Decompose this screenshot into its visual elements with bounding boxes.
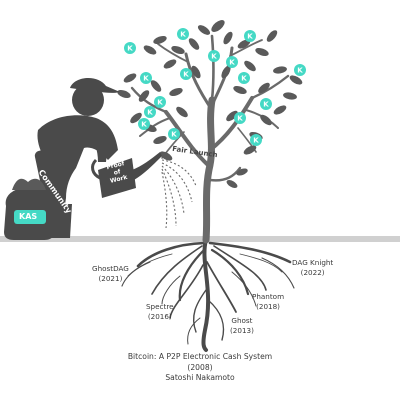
kaspa-logo-icon: K (154, 96, 166, 108)
kaspa-logo-icon: K (177, 28, 189, 40)
kas-bag-icon (4, 178, 54, 240)
kaspa-coins: K K K K K K K K K K K K K K K K (124, 28, 306, 146)
origin-author: Satoshi Nakamoto (165, 373, 235, 382)
kaspa-logo-icon: K (208, 50, 220, 62)
root-year: (2021) (98, 273, 123, 283)
svg-text:K: K (211, 53, 217, 61)
root-label-phantom: Phantom (2018) (252, 292, 284, 311)
origin-caption: Bitcoin: A P2P Electronic Cash System (2… (100, 352, 300, 384)
root-label-dag-knight: DAG Knight (2022) (292, 258, 333, 277)
origin-title: Bitcoin: A P2P Electronic Cash System (127, 352, 273, 361)
kaspa-logo-icon: K (238, 72, 250, 84)
root-year: (2016) (147, 311, 172, 321)
tree-foliage (117, 20, 303, 188)
svg-text:K: K (229, 59, 235, 67)
root-name: Spectre (146, 302, 174, 311)
kaspa-logo-icon: K (226, 56, 238, 68)
kaspa-logo-icon: K (124, 42, 136, 54)
watering-can-icon (91, 152, 162, 198)
svg-text:K: K (253, 137, 259, 145)
svg-text:K: K (263, 101, 269, 109)
root-name: Phantom (252, 292, 285, 301)
origin-year: (2008) (187, 362, 213, 372)
svg-text:K: K (171, 131, 177, 139)
kaspa-logo-icon: K (168, 128, 180, 140)
kaspa-logo-icon: K (144, 106, 156, 118)
svg-text:K: K (141, 121, 147, 129)
kaspa-logo-icon: K (180, 68, 192, 80)
root-name: Ghost (231, 316, 253, 325)
svg-text:K: K (247, 33, 253, 41)
kas-bag-label: KAS (19, 212, 38, 221)
root-label-spectre: Spectre (2016) (146, 302, 174, 321)
kaspa-logo-icon: K (234, 112, 246, 124)
water-spray (161, 159, 197, 229)
svg-text:K: K (241, 75, 247, 83)
kaspa-logo-icon: K (250, 134, 262, 146)
root-name: DAG Knight (292, 258, 334, 267)
svg-text:K: K (127, 45, 133, 53)
kaspa-logo-icon: K (138, 118, 150, 130)
svg-text:K: K (147, 109, 153, 117)
kaspa-logo-icon: K (140, 72, 152, 84)
svg-text:K: K (297, 67, 303, 75)
svg-text:K: K (143, 75, 149, 83)
kaspa-logo-icon: K (244, 30, 256, 42)
root-name: GhostDAG (92, 264, 129, 273)
root-year: (2022) (300, 267, 325, 277)
tree-roots (121, 238, 295, 352)
root-year: (2018) (256, 301, 280, 311)
root-year: (2013) (230, 325, 254, 335)
svg-text:K: K (183, 71, 189, 79)
svg-text:K: K (237, 115, 243, 123)
tree-trunk (130, 34, 290, 244)
svg-text:K: K (157, 99, 163, 107)
ground-line (0, 236, 400, 242)
kaspa-logo-icon: K (260, 98, 272, 110)
gardener-figure (34, 77, 120, 238)
root-label-ghostdag: GhostDAG (2021) (92, 264, 129, 283)
root-label-ghost: Ghost (2013) (230, 316, 254, 335)
kaspa-logo-icon: K (294, 64, 306, 76)
svg-text:K: K (180, 31, 186, 39)
